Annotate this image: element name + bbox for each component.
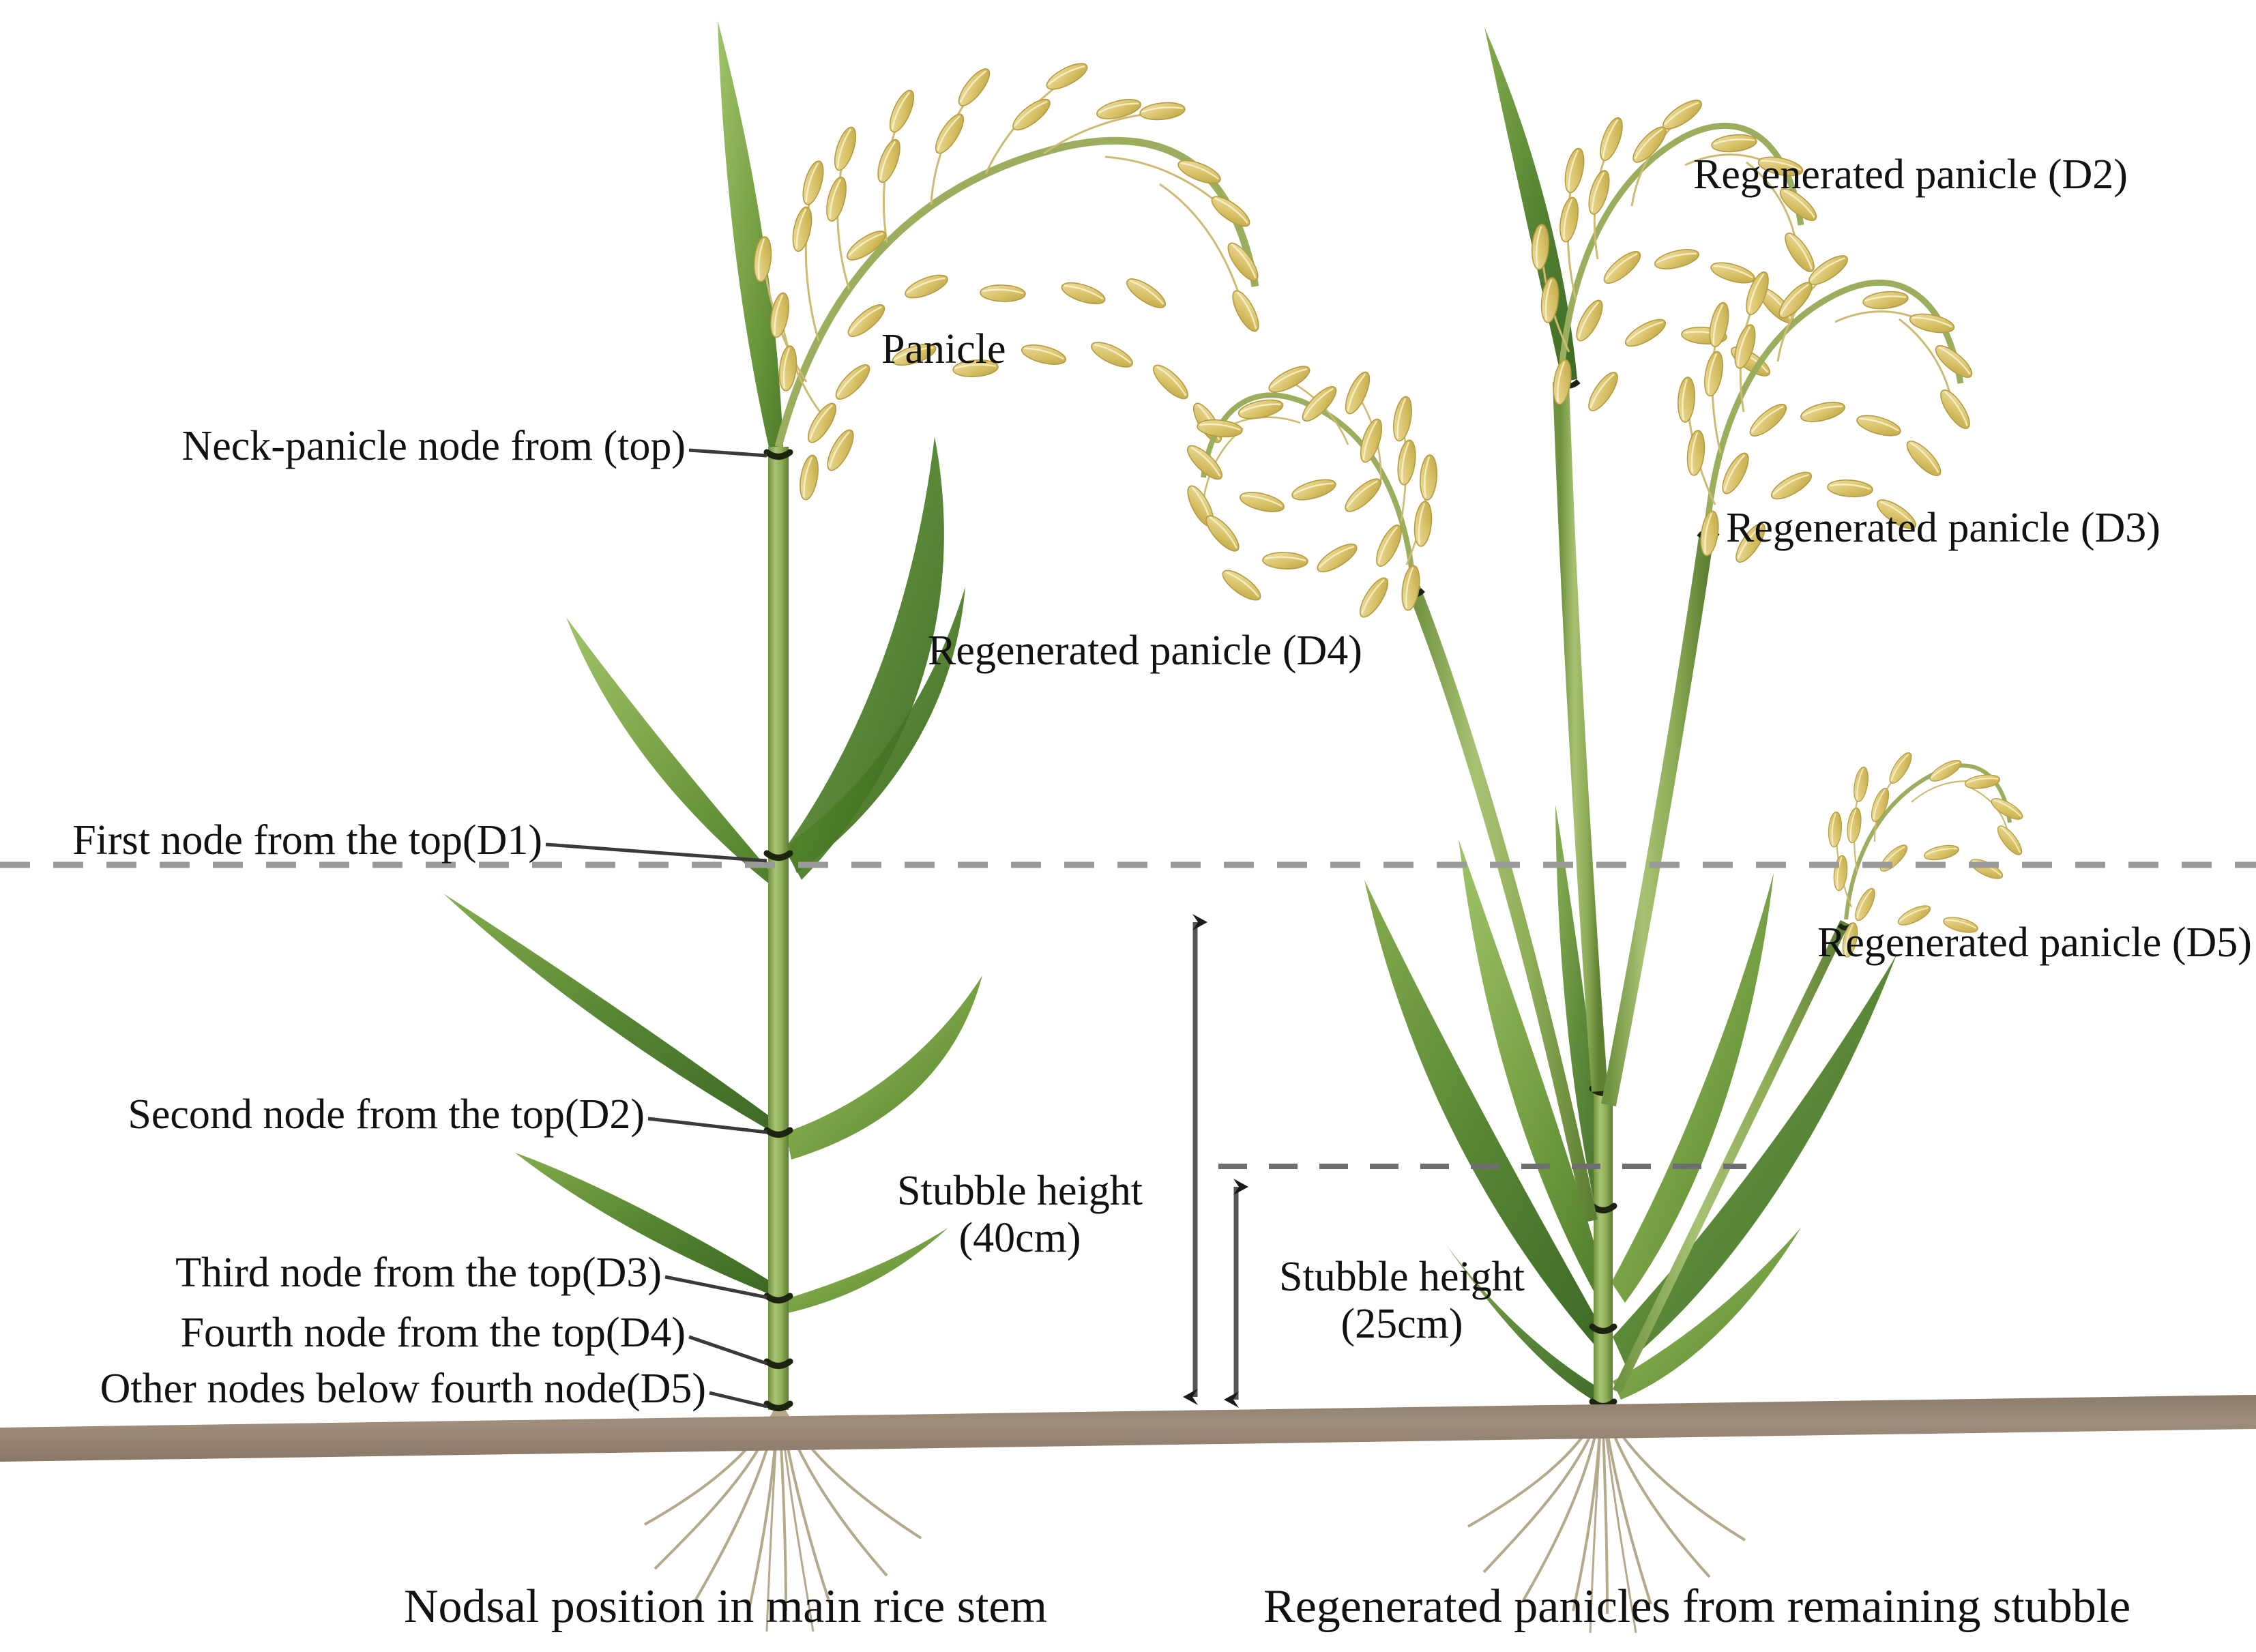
leader-lines <box>545 448 767 1408</box>
right-stubble-stem <box>1594 1078 1613 1413</box>
node-d4 <box>763 1358 793 1369</box>
left-leaf-4 <box>786 975 982 1160</box>
label-regen-panicle-d2: Regenerated panicle (D2) <box>1693 151 2128 198</box>
right-plant-stubble <box>1182 27 2027 1634</box>
left-stem <box>768 447 789 1410</box>
regen-d3-panicle <box>1675 250 1978 567</box>
left-leaf-1 <box>515 1153 774 1296</box>
node-d2 <box>763 1127 793 1138</box>
regen-tiller-d3 <box>1601 250 1978 1107</box>
label-regen-panicle-d4: Regenerated panicle (D4) <box>928 628 1362 674</box>
node-neck-panicle <box>763 449 793 460</box>
right-leaf-far-left <box>1364 880 1607 1347</box>
right-leaf-left <box>1459 839 1607 1296</box>
leader-d4 <box>688 1335 767 1366</box>
regen-tiller-d5 <box>1612 749 2027 1394</box>
label-regen-panicle-d3: Regenerated panicle (D3) <box>1726 505 2160 551</box>
left-upper-blade <box>718 20 783 450</box>
leader-neck-panicle <box>688 448 767 458</box>
regen-d2-panicle <box>1529 94 1822 416</box>
regen-d5-panicle <box>1826 749 2027 960</box>
regen-tiller-d4 <box>1182 360 1598 1223</box>
label-node-d4: Fourth node from the top(D4) <box>180 1310 686 1356</box>
caption-left-panel: Nodsal position in main rice stem <box>404 1580 1047 1633</box>
regen-d4-panicle <box>1182 360 1439 622</box>
node-d1 <box>763 850 793 861</box>
left-stem-nodes <box>763 449 793 1411</box>
left-panicle-grains <box>751 57 1265 502</box>
left-leaf-2 <box>785 1228 948 1313</box>
right-leaf-low-right <box>1613 1228 1801 1400</box>
label-node-d5: Other nodes below fourth node(D5) <box>100 1366 706 1412</box>
label-neck-panicle-node: Neck-panicle node from (top) <box>181 423 686 469</box>
label-regen-panicle-d5: Regenerated panicle (D5) <box>1817 919 2252 966</box>
left-main-panicle <box>751 57 1265 502</box>
node-d5 <box>763 1400 793 1411</box>
label-stubble-height-25: Stubble height (25cm) <box>1255 1254 1549 1348</box>
right-leaf-right <box>1611 873 1774 1303</box>
ground-line <box>0 1395 2256 1462</box>
label-node-d2: Second node from the top(D2) <box>128 1091 645 1138</box>
caption-right-panel: Regenerated panicles from remaining stub… <box>1263 1580 2131 1633</box>
left-leaf-5 <box>566 617 773 887</box>
label-stubble-height-40: Stubble height (40cm) <box>873 1168 1167 1263</box>
left-leaf-3 <box>443 894 773 1132</box>
stubble-25-line2: (25cm) <box>1341 1301 1463 1348</box>
leader-d1 <box>545 842 767 863</box>
leader-d3 <box>664 1275 767 1299</box>
leader-d2 <box>647 1117 767 1134</box>
regen-d2-blade <box>1484 27 1577 382</box>
leader-d5 <box>709 1391 767 1408</box>
left-plant-main-stem <box>443 20 1265 1632</box>
label-node-d3: Third node from the top(D3) <box>175 1250 662 1296</box>
stubble-40-line2: (40cm) <box>958 1215 1081 1262</box>
left-flag-leaf <box>785 437 944 880</box>
node-stub-d4 <box>1589 1323 1617 1334</box>
stubble-25-line1: Stubble height <box>1279 1254 1525 1300</box>
regen-tiller-d2 <box>1484 27 1822 1092</box>
label-panicle: Panicle <box>881 326 1006 372</box>
label-node-d1: First node from the top(D1) <box>72 817 542 864</box>
right-leaf-low-left <box>1446 1245 1599 1404</box>
node-d3 <box>763 1293 793 1303</box>
stubble-40-line1: Stubble height <box>897 1168 1143 1214</box>
